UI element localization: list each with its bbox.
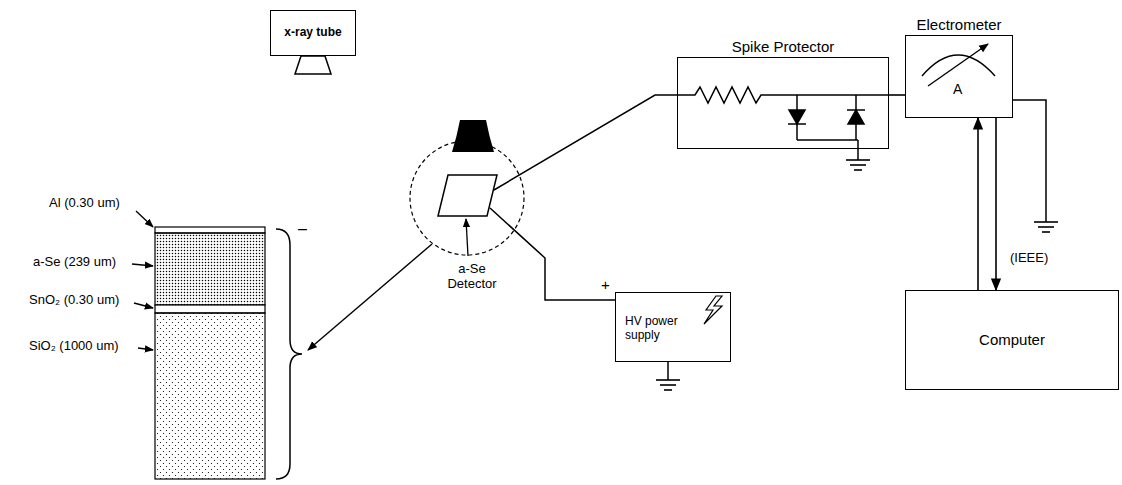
zoom-arrow bbox=[308, 244, 432, 350]
label-arrow bbox=[466, 219, 468, 256]
box-label: HV power supply bbox=[625, 315, 705, 343]
box-title: Electrometer bbox=[886, 16, 1032, 33]
layer-label: Al (0.30 um) bbox=[48, 196, 121, 211]
meter-symbol bbox=[922, 44, 995, 86]
part-label: a-Se Detector bbox=[436, 262, 508, 292]
bias-wire bbox=[490, 208, 615, 300]
detector-plate bbox=[438, 175, 497, 216]
device-box: HV power supply bbox=[615, 292, 731, 362]
layer-label: SiO₂ (1000 um) bbox=[28, 339, 120, 354]
leader-arrows bbox=[132, 211, 153, 350]
box-label: x-ray tube bbox=[271, 26, 355, 40]
polarity-sign: + bbox=[600, 276, 611, 293]
signal-wire bbox=[494, 95, 677, 190]
layer-label: a-Se (239 um) bbox=[32, 255, 117, 270]
layer-stack bbox=[155, 227, 265, 479]
zoom-circle bbox=[410, 141, 524, 255]
device-box: ElectrometerA bbox=[905, 35, 1013, 118]
data-arrow bbox=[977, 118, 979, 290]
box-title: Spike Protector bbox=[658, 38, 908, 55]
layer-label: SnO₂ (0.30 um) bbox=[28, 293, 120, 308]
ground-symbol bbox=[1034, 222, 1058, 232]
wire bbox=[889, 94, 905, 96]
device-box: Spike Protector bbox=[677, 57, 889, 149]
ground-wire bbox=[667, 362, 669, 380]
tube-nozzle bbox=[295, 56, 331, 74]
spike-circuit bbox=[677, 87, 889, 160]
box-label: A bbox=[953, 81, 962, 97]
ground-symbol bbox=[846, 160, 870, 170]
data-arrow bbox=[995, 118, 997, 290]
polarity-sign: – bbox=[297, 220, 308, 238]
x-ray-beam bbox=[452, 120, 494, 152]
device-box: Computer bbox=[905, 290, 1119, 390]
device-box: x-ray tube bbox=[270, 10, 356, 56]
ground-symbol bbox=[656, 380, 680, 390]
lightning-icon bbox=[704, 296, 722, 324]
box-label: Computer bbox=[906, 331, 1118, 348]
brace bbox=[276, 229, 302, 479]
bus-label: (IEEE) bbox=[1008, 250, 1050, 265]
ground-wire bbox=[1013, 100, 1046, 222]
